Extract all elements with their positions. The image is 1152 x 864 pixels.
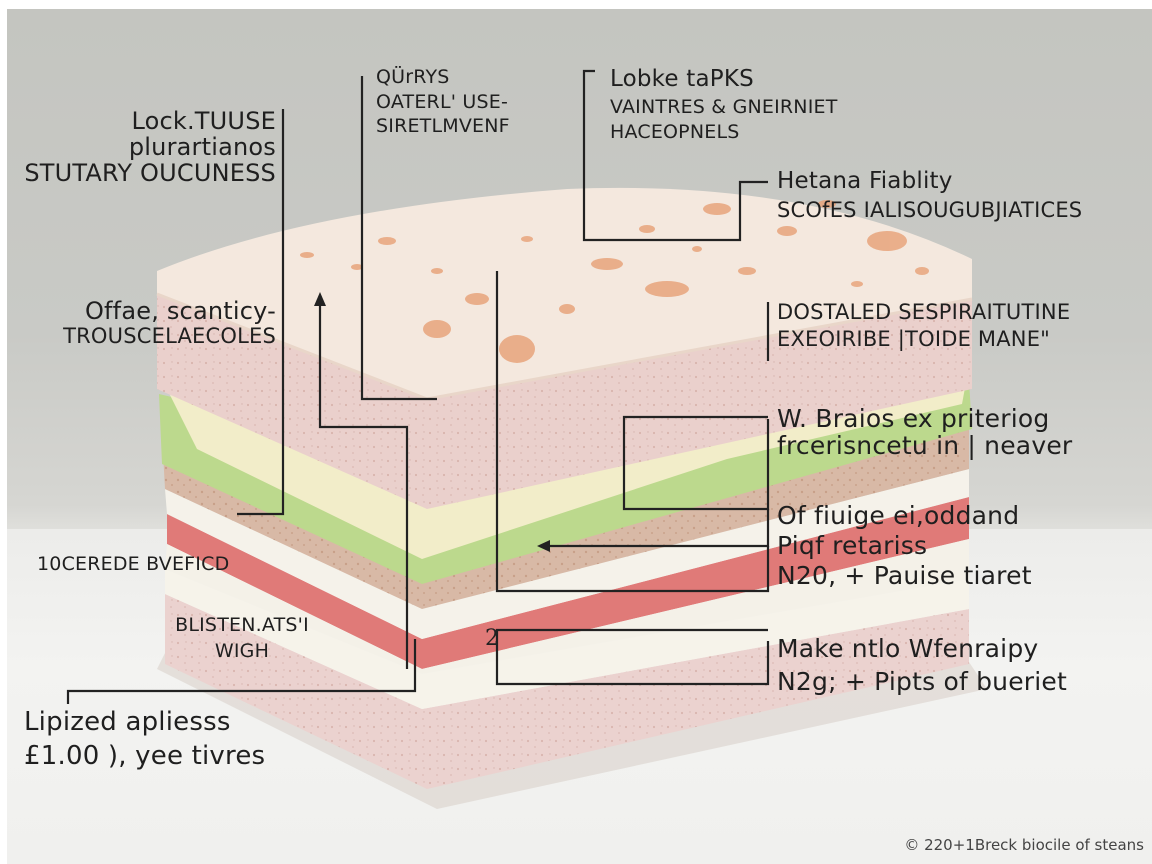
label-line: DOSTALED SESPIRAITUTINE (777, 300, 1071, 324)
label-right-1: Hetana Fiablity SCOfES IALISOUGUBJIATICE… (777, 167, 1082, 224)
label-line: SCOfES IALISOUGUBJIATICES (777, 197, 1083, 222)
label-line: N20, + Pauise tiaret (777, 561, 1032, 590)
label-bottom-left: Lipized apliesss £1.00 ), yee tivres (24, 706, 265, 774)
leader-right-5 (495, 628, 770, 686)
label-left-4: BLISTEN.ATS'I WIGH (167, 613, 317, 664)
sandwich-illustration: 2 (66, 69, 987, 809)
layer-bottom-cream (165, 569, 969, 709)
layer-top-crust (157, 187, 972, 399)
label-line: EXEOIRIBE |TOIDE MANE" (777, 327, 1051, 352)
label-line: BLISTEN.ATS'I (175, 614, 309, 636)
label-line: Lock.TUUSE (131, 107, 276, 135)
leader-top-center-right (582, 69, 768, 242)
label-line: VAINTRES & GNEIRNIET (610, 95, 838, 118)
label-right-5: Make ntlo Wfenraipy N2g; + Pipts of buer… (777, 633, 1067, 698)
label-line: Piqf retariss (777, 531, 928, 560)
label-line: Lobke taPKS (610, 66, 754, 92)
sandwich-shadow (157, 649, 987, 809)
label-line: plurartianos (128, 132, 276, 161)
leader-right-3 (622, 415, 770, 511)
label-line: Of fiuige ei,oddand (777, 501, 1020, 530)
marker-glyph: 2 (485, 626, 499, 651)
label-line: N2g; + Pipts of bueriet (777, 666, 1068, 696)
label-line: OATERL' USE- (376, 90, 509, 113)
label-line: WIGH (214, 639, 270, 662)
label-left-2: Offae, scanticy- TROUSCELAECOLES (63, 297, 276, 348)
leader-top-center-left (360, 76, 437, 401)
layer-cream (165, 469, 969, 639)
label-line: QÜrRYS (376, 66, 450, 88)
leader-bottom-left (66, 639, 417, 704)
label-right-2: DOSTALED SESPIRAITUTINE EXEOIRIBE |TOIDE… (777, 299, 1070, 354)
label-top-left: Lock.TUUSE plurartianos STUTARY OUCUNESS (24, 107, 276, 187)
label-line: Make ntlo Wfenraipy (777, 634, 1039, 663)
copyright-credit: © 220+1Breck biocile of steans (904, 836, 1144, 854)
label-line: SIRETLMVENF (376, 115, 510, 138)
crust-speckles (300, 200, 929, 363)
label-line: HACEOPNELS (610, 120, 740, 143)
leader-right-4 (495, 271, 770, 593)
label-right-4: Of fiuige ei,oddand Piqf retariss N20, +… (777, 501, 1032, 591)
arrowhead-up-icon (314, 292, 326, 306)
label-line: STUTARY OUCUNESS (24, 158, 276, 187)
label-line: 10CEREDE BVEFICD (37, 553, 230, 575)
label-top-center-left: QÜrRYS OATERL' USE- SIRETLMVENF (376, 65, 510, 139)
label-top-center-right: Lobke taPKS VAINTRES & GNEIRNIET HACEOPN… (610, 65, 838, 144)
label-line: Lipized apliesss (24, 707, 231, 737)
label-line: Hetana Fiablity (777, 168, 953, 194)
leader-top-left (237, 109, 285, 516)
leader-left-2-arrow (318, 301, 409, 669)
label-line: £1.00 ), yee tivres (24, 740, 266, 771)
label-left-3: 10CEREDE BVEFICD (37, 554, 229, 575)
diagram-frame: 2 Lock.TUUSE plurartianos STUTARY OUCUNE… (7, 9, 1152, 864)
label-line: frcerisncetu in | neaver (777, 431, 1073, 460)
label-line: Offae, scanticy- (84, 297, 276, 325)
label-line: W. Braios ex priteriog (777, 404, 1050, 433)
layer-ham (167, 497, 969, 669)
leader-lines (66, 69, 770, 704)
arrowhead-left-icon (537, 540, 550, 552)
label-line: TROUSCELAECOLES (63, 323, 276, 348)
label-right-3: W. Braios ex priteriog frcerisncetu in |… (777, 405, 1072, 459)
